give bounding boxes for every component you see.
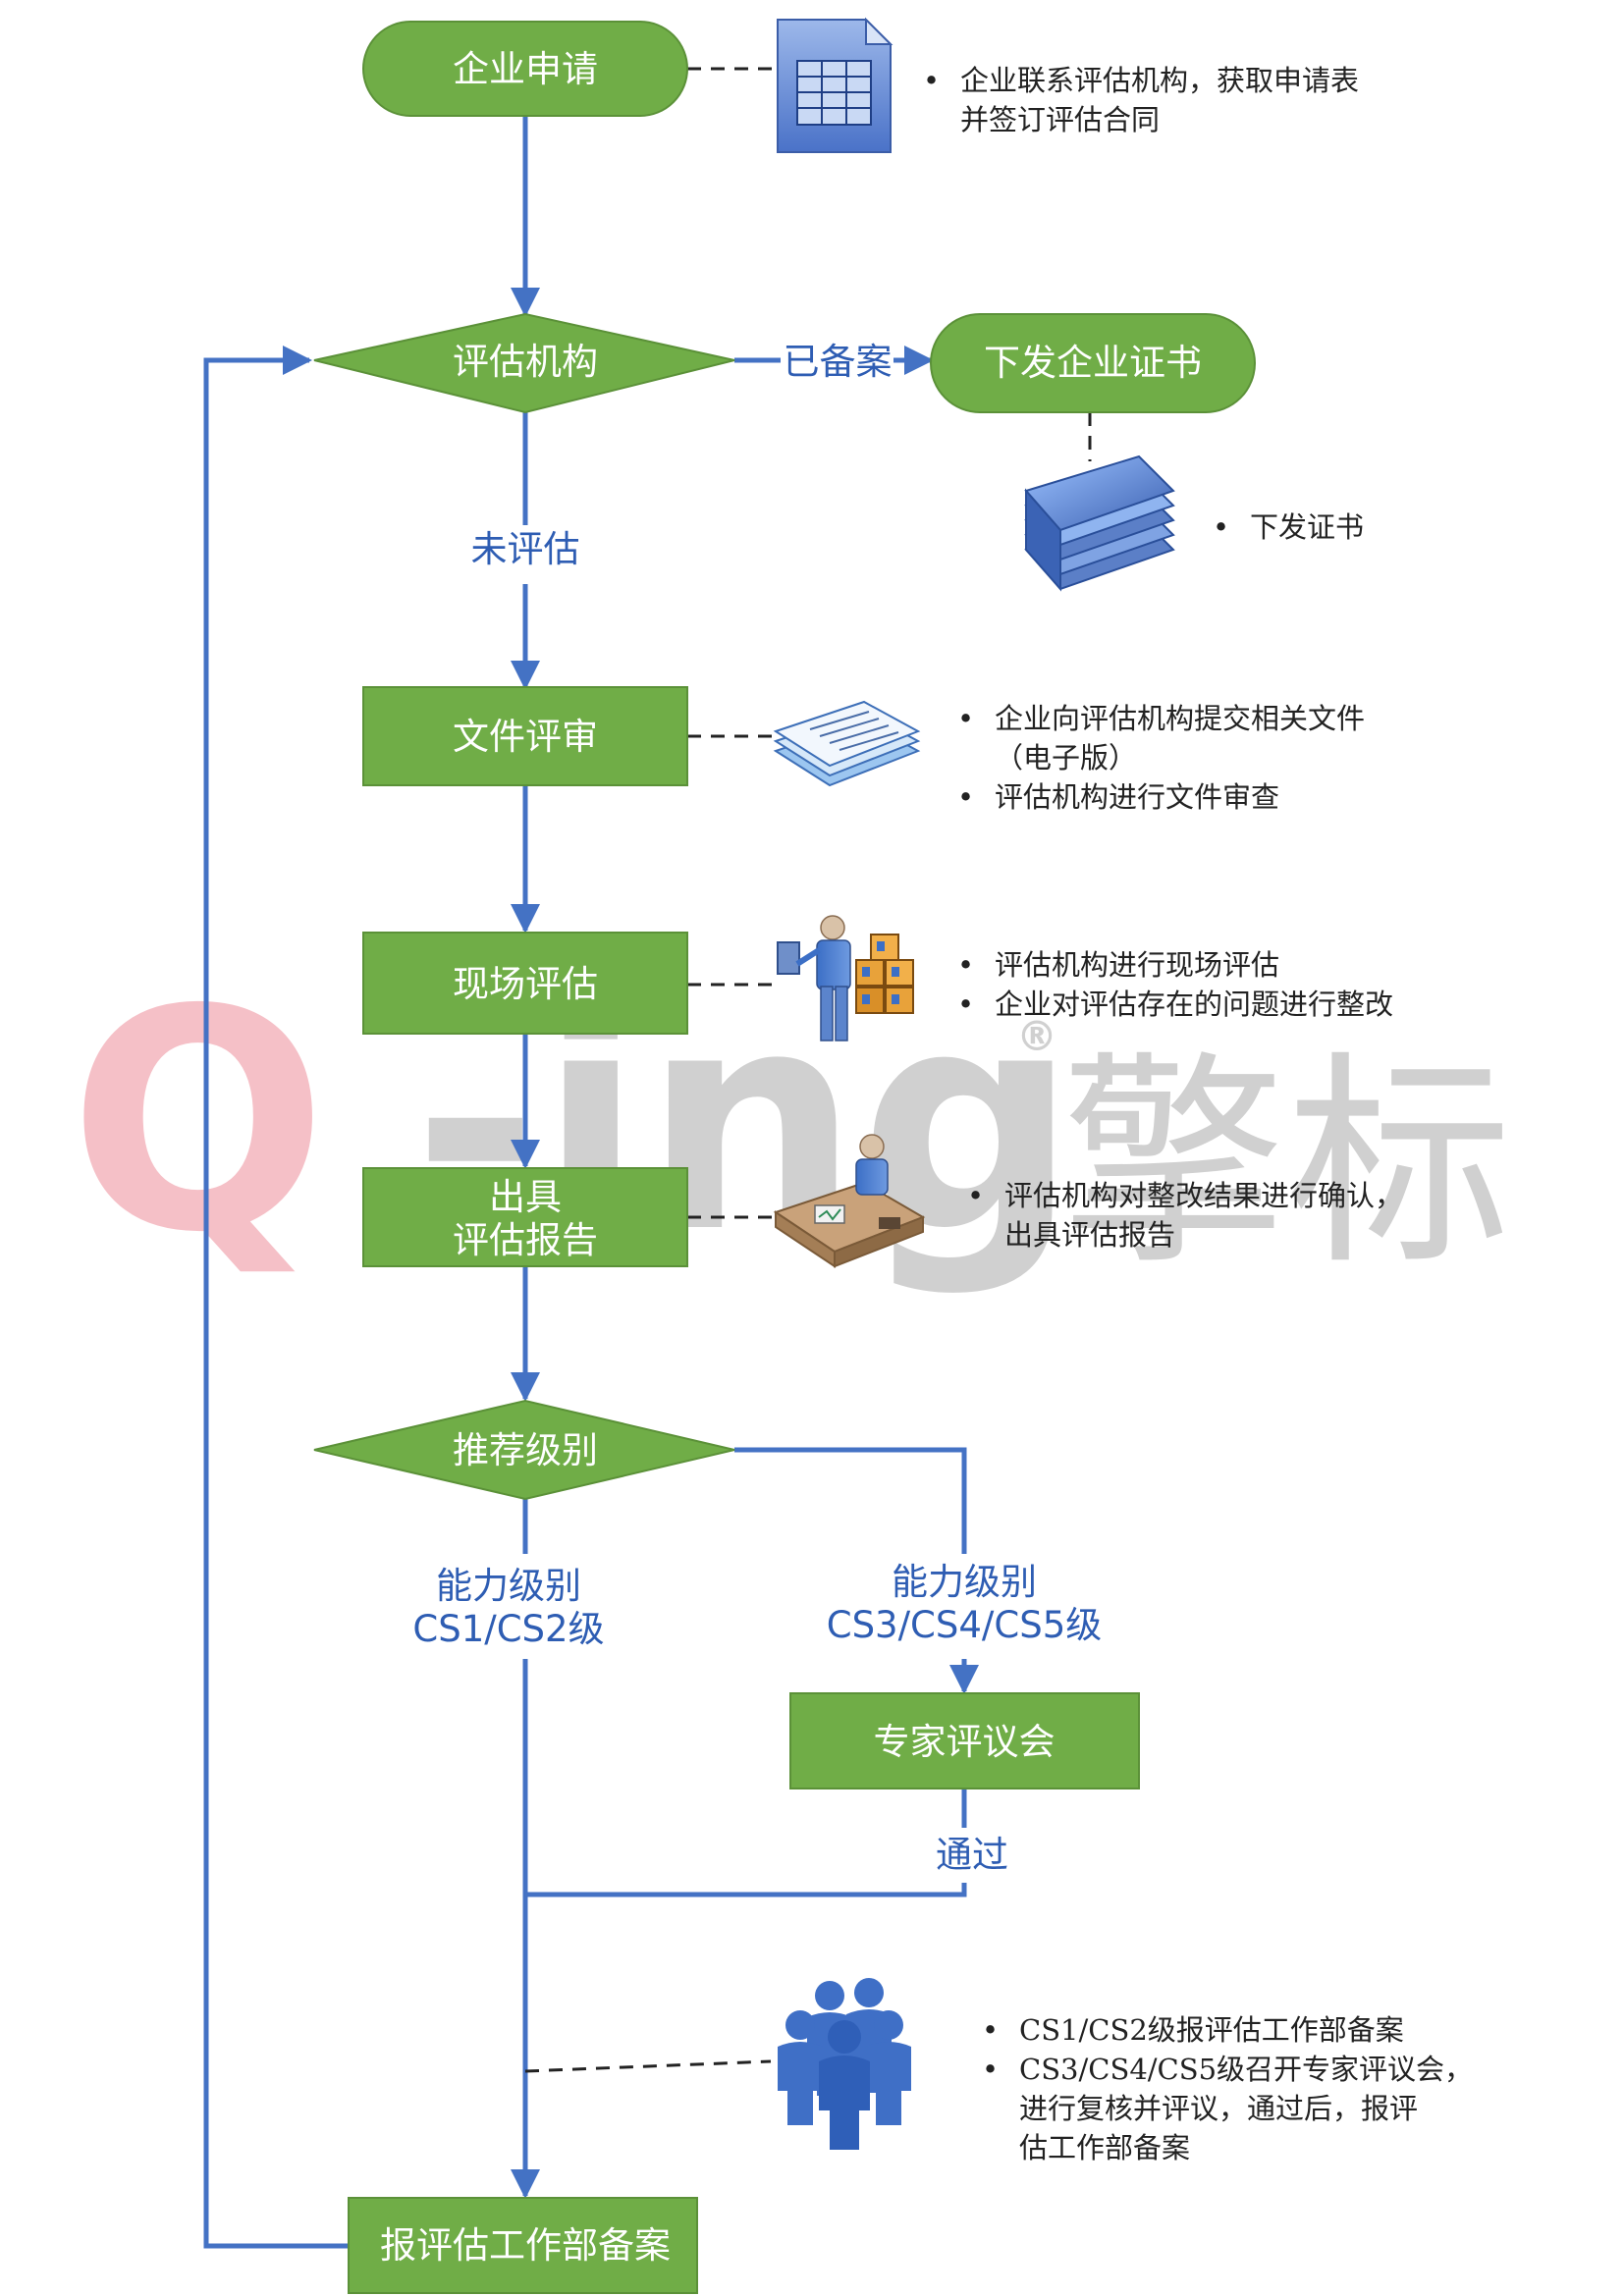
node-expert-meeting: 专家评议会 xyxy=(789,1692,1140,1789)
node-recommend-label: 推荐级别 xyxy=(453,1429,598,1471)
note-report: 评估机构对整改结果进行确认， 出具评估报告 xyxy=(967,1176,1403,1255)
note-certificate-item-1: 下发证书 xyxy=(1213,507,1364,547)
note-doc-review-item-2: 评估机构进行文件审查 xyxy=(957,777,1365,817)
line-recommend-right xyxy=(734,1447,967,1554)
dash-filing xyxy=(524,2059,772,2073)
node-site-assess: 现场评估 xyxy=(362,932,688,1035)
note-apply-item-1-line-1: 企业联系评估机构，获取申请表 xyxy=(960,64,1360,97)
node-certificate-label: 下发企业证书 xyxy=(984,342,1202,384)
note-doc-review: 企业向评估机构提交相关文件 （电子版） 评估机构进行文件审查 xyxy=(957,699,1365,817)
note-site-assess-item-1-text: 评估机构进行现场评估 xyxy=(995,948,1280,982)
node-expert-meeting-label: 专家评议会 xyxy=(874,1721,1056,1763)
connectors xyxy=(203,116,979,2249)
note-certificate-item-1-text: 下发证书 xyxy=(1250,510,1365,544)
dashed-connectors xyxy=(524,67,1092,2073)
note-filing-item-2: CS3/CS4/CS5级召开专家评议会， 进行复核并评议，通过后，报评 估工作部… xyxy=(982,2050,1473,2167)
watermark-cjk: 擎标 xyxy=(1060,1034,1512,1296)
note-doc-review-item-1-line-2: （电子版） xyxy=(995,741,1138,774)
note-site-assess-item-2-text: 企业对评估存在的问题进行整改 xyxy=(995,988,1394,1021)
node-site-assess-label: 现场评估 xyxy=(453,963,598,1005)
document-stack-icon xyxy=(773,700,921,787)
node-doc-review-label: 文件评审 xyxy=(453,716,598,758)
note-report-item-1-line-1: 评估机构对整改结果进行确认， xyxy=(1004,1179,1404,1212)
note-doc-review-item-1-line-1: 企业向评估机构提交相关文件 xyxy=(995,702,1366,735)
inspector-boxes-icon xyxy=(777,915,914,1041)
note-apply-item-1-line-2: 并签订评估合同 xyxy=(960,103,1161,136)
node-report-label-line1: 出具 xyxy=(489,1176,562,1218)
note-filing-item-2-line-1: CS3/CS4/CS5级召开专家评议会， xyxy=(1019,2053,1474,2086)
certificate-stack-icon xyxy=(1024,454,1175,592)
watermark-latin-q: Q xyxy=(69,945,328,1300)
node-recommend-decision: 推荐级别 xyxy=(313,1399,735,1501)
node-report: 出具 评估报告 xyxy=(362,1167,688,1267)
node-filing: 报评估工作部备案 xyxy=(348,2197,698,2294)
node-report-label-line2: 评估报告 xyxy=(453,1219,598,1261)
note-site-assess: 评估机构进行现场评估 企业对评估存在的问题进行整改 xyxy=(957,945,1393,1024)
node-agency-label: 评估机构 xyxy=(453,341,598,383)
note-report-item-1-line-2: 出具评估报告 xyxy=(1004,1218,1176,1252)
note-doc-review-item-1: 企业向评估机构提交相关文件 （电子版） xyxy=(957,699,1365,777)
edge-label-filed: 已备案 xyxy=(784,341,893,383)
group-of-people-icon xyxy=(778,1978,911,2150)
note-filing-item-1-text: CS1/CS2级报评估工作部备案 xyxy=(1019,2013,1404,2047)
note-filing-item-2-line-3: 估工作部备案 xyxy=(1019,2131,1191,2164)
note-site-assess-item-1: 评估机构进行现场评估 xyxy=(957,945,1393,985)
node-apply: 企业申请 xyxy=(362,21,688,117)
edge-label-level-high-2: CS3/CS4/CS5级 xyxy=(827,1604,1103,1646)
arrow-feedback-loop xyxy=(203,346,349,2249)
note-filing-item-1: CS1/CS2级报评估工作部备案 xyxy=(982,2010,1473,2050)
note-report-item-1: 评估机构对整改结果进行确认， 出具评估报告 xyxy=(967,1176,1403,1255)
line-passed-merge xyxy=(525,1883,967,1897)
note-filing-item-2-line-2: 进行复核并评议，通过后，报评 xyxy=(1019,2092,1419,2125)
spreadsheet-form-icon xyxy=(777,17,893,153)
node-filing-label: 报评估工作部备案 xyxy=(380,2224,671,2267)
note-apply: 企业联系评估机构，获取申请表 并签订评估合同 xyxy=(923,61,1359,139)
edge-labels: 已备案 未评估 能力级别 CS1/CS2级 能力级别 CS3/CS4/CS5级 … xyxy=(412,341,1102,1876)
note-apply-item-1: 企业联系评估机构，获取申请表 并签订评估合同 xyxy=(923,61,1359,139)
edge-label-passed: 通过 xyxy=(936,1834,1008,1876)
node-doc-review: 文件评审 xyxy=(362,686,688,786)
edge-label-level-high-1: 能力级别 xyxy=(892,1561,1037,1603)
edge-label-not-assessed: 未评估 xyxy=(471,528,580,570)
node-apply-label: 企业申请 xyxy=(453,48,598,90)
edge-label-level-low-2: CS1/CS2级 xyxy=(412,1608,604,1650)
node-certificate: 下发企业证书 xyxy=(930,313,1256,413)
note-certificate: 下发证书 xyxy=(1213,507,1364,547)
note-filing: CS1/CS2级报评估工作部备案 CS3/CS4/CS5级召开专家评议会， 进行… xyxy=(982,2010,1473,2167)
edge-label-level-low-1: 能力级别 xyxy=(436,1565,581,1607)
node-agency-decision: 评估机构 xyxy=(313,312,735,414)
person-at-desk-icon xyxy=(773,1134,926,1268)
note-site-assess-item-2: 企业对评估存在的问题进行整改 xyxy=(957,985,1393,1024)
note-doc-review-item-2-text: 评估机构进行文件审查 xyxy=(995,780,1280,814)
